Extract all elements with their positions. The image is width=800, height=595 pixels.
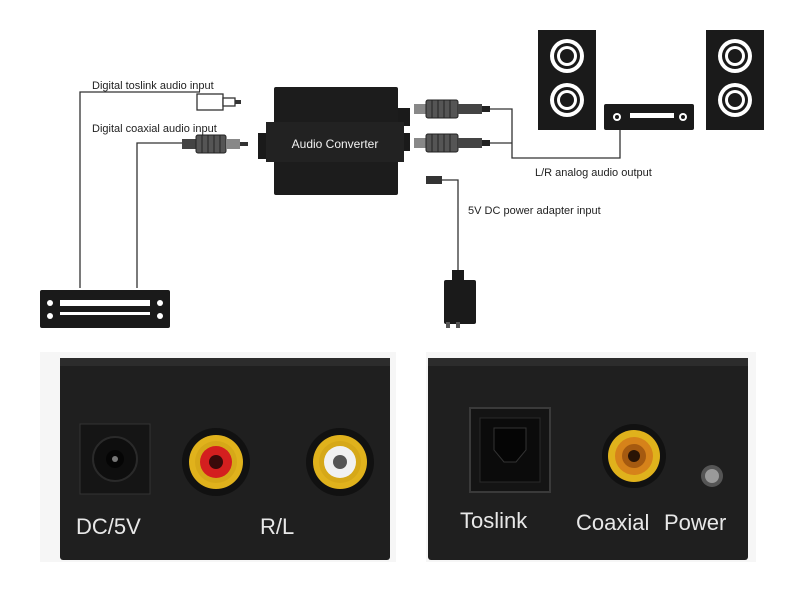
audio-converter-device: Audio Converter [258, 87, 410, 195]
wires [79, 91, 621, 288]
speaker-right-icon [706, 30, 764, 130]
amplifier-icon [604, 104, 694, 130]
toslink-input-label: Digital toslink audio input [92, 80, 214, 92]
power-label: Power [664, 510, 726, 535]
left-output-cable [490, 108, 621, 159]
power-input-label: 5V DC power adapter input [468, 205, 601, 217]
power-led-icon [701, 465, 723, 487]
input-panel: Toslink Coaxial Power [426, 352, 756, 562]
toslink-port-icon [469, 407, 551, 493]
device-name-label: Audio Converter [292, 137, 379, 151]
rl-label: R/L [260, 514, 294, 539]
right-rca-plug [414, 133, 490, 153]
rca-white-jack-icon [306, 428, 374, 496]
output-panel: DC/5V R/L [40, 352, 396, 562]
source-player-icon [40, 290, 170, 328]
left-rca-plug [414, 99, 490, 119]
toslink-plug [196, 93, 241, 111]
dc-jack-icon [79, 423, 151, 495]
coaxial-jack-icon [602, 424, 666, 488]
coaxial-input-label: Digital coaxial audio input [92, 123, 217, 135]
coaxial-rca-plug [182, 134, 248, 154]
speaker-left-icon [538, 30, 596, 130]
toslink-label: Toslink [460, 508, 528, 533]
toslink-cable [79, 91, 200, 288]
power-adapter-icon [426, 176, 476, 328]
coaxial-cable [136, 142, 185, 288]
analog-output-label: L/R analog audio output [535, 167, 652, 179]
coaxial-label: Coaxial [576, 510, 649, 535]
output-rca-plugs [414, 99, 490, 153]
dc-5v-label: DC/5V [76, 514, 141, 539]
power-cable [440, 179, 459, 272]
rca-red-jack-icon [182, 428, 250, 496]
